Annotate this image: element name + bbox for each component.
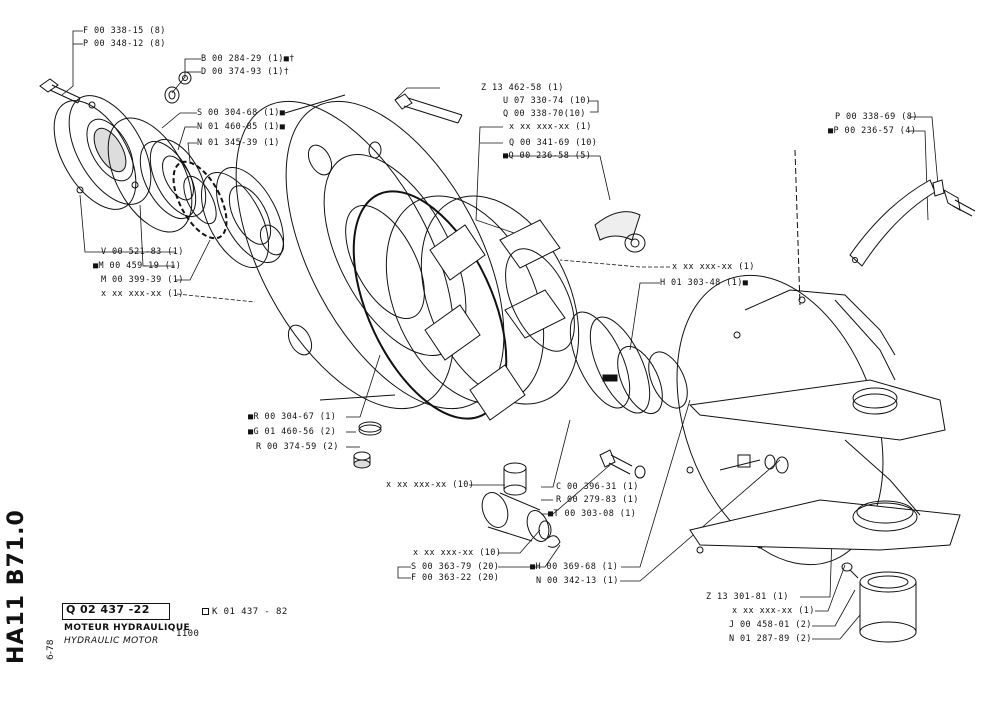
alt-part-number: K 01 437 - 82 bbox=[202, 607, 288, 617]
output-shaft bbox=[569, 311, 688, 415]
pin-c-00-396-31 bbox=[599, 449, 646, 479]
callout-n-01-460-85: N 01 460-85 (1)■ bbox=[197, 122, 286, 132]
bearing-m-00-399-39 bbox=[200, 166, 285, 269]
callout-z-13-301-81: Z 13 301-81 (1) bbox=[706, 592, 789, 602]
washer-d-00-374-93 bbox=[178, 71, 192, 85]
callout-g-01-460-56: ■G 01 460-56 (2) bbox=[248, 427, 337, 437]
callout-n-00-342-13: N 00 342-13 (1) bbox=[536, 576, 619, 586]
callout-x-xx-piston: x xx xxx-xx (10) bbox=[413, 548, 502, 558]
callout-x-xx-housing: x xx xxx-xx (1) bbox=[101, 289, 184, 299]
cam-ring-x-xx bbox=[352, 190, 508, 420]
checkbox-square-icon bbox=[202, 607, 209, 615]
callout-p-00-338-69: P 00 338-69 (8) bbox=[835, 112, 918, 122]
callout-m-00-459-19: ■M 00 459-19 (1) bbox=[93, 261, 182, 271]
nut-b-00-284-29 bbox=[164, 86, 180, 104]
seal-r-00-304-67 bbox=[358, 421, 382, 436]
piston-assembly-s-00-363-79 bbox=[481, 492, 552, 542]
callout-n-01-287-89: N 01 287-89 (2) bbox=[729, 634, 812, 644]
callout-x-xx-cam: x xx xxx-xx (1) bbox=[509, 122, 592, 132]
callout-s-00-363-79: S 00 363-79 (20) bbox=[411, 562, 500, 572]
callout-j-00-458-01: J 00 458-01 (2) bbox=[729, 620, 812, 630]
callout-p-00-348-12: P 00 348-12 (8) bbox=[83, 39, 166, 49]
callout-b-00-284-29: B 00 284-29 (1)■† bbox=[201, 54, 295, 64]
grease-nipple-j-00-458-01 bbox=[841, 562, 859, 579]
seal-ring-s-00-304-68 bbox=[107, 117, 193, 233]
alt-part-text: K 01 437 - 82 bbox=[212, 607, 288, 617]
leader-lines bbox=[61, 30, 939, 640]
callout-x-xx-cylinder: x xx xxx-xx (10) bbox=[386, 480, 475, 490]
callout-s-00-304-68: S 00 304-68 (1)■ bbox=[197, 108, 286, 118]
bolt-f-00-338-15 bbox=[39, 78, 81, 104]
sheet-code: HA11 B71.0 bbox=[4, 509, 29, 664]
callout-c-00-396-31: C 00 396-31 (1) bbox=[556, 482, 639, 492]
model-number: 1100 bbox=[176, 629, 200, 639]
callout-t-00-303-08: ■T 00 303-08 (1) bbox=[548, 509, 637, 519]
callout-p-00-236-57: ■P 00 236-57 (4) bbox=[828, 126, 917, 136]
callout-x-xx-rotor: x xx xxx-xx (1) bbox=[672, 262, 755, 272]
motor-bracket bbox=[688, 149, 961, 551]
callout-d-00-374-93: D 00 374-93 (1)† bbox=[201, 67, 290, 77]
cap-r-00-374-59 bbox=[353, 451, 371, 469]
clip-f-00-363-22 bbox=[547, 535, 561, 548]
callout-q-00-338-70: Q 00 338-70(10) bbox=[503, 109, 586, 119]
fitting-n-00-342-13 bbox=[737, 454, 789, 474]
sheet-date: 6-78 bbox=[46, 639, 56, 660]
nut-ring-n-01-345-39 bbox=[172, 160, 228, 240]
callout-f-00-363-22: F 00 363-22 (20) bbox=[411, 573, 500, 583]
callout-r-00-304-67: ■R 00 304-67 (1) bbox=[248, 412, 337, 422]
part-number: Q 02 437 -22 bbox=[66, 603, 150, 616]
bushing-n-01-287-89 bbox=[859, 571, 917, 643]
callout-r-00-279-83: R 00 279-83 (1) bbox=[556, 495, 639, 505]
callout-q-00-341-69: Q 00 341-69 (10) bbox=[509, 138, 598, 148]
title-french: MOTEUR HYDRAULIQUE bbox=[64, 623, 191, 633]
callout-f-00-338-15: F 00 338-15 (8) bbox=[83, 26, 166, 36]
callout-q-00-236-58: ■Q 00 236-58 (5) bbox=[503, 151, 592, 161]
part-number-box bbox=[62, 603, 170, 620]
title-english: HYDRAULIC MOTOR bbox=[64, 636, 159, 646]
callout-x-xx-bracket: x xx xxx-xx (1) bbox=[732, 606, 815, 616]
callout-m-00-399-39: M 00 399-39 (1) bbox=[101, 275, 184, 285]
callout-n-01-345-39: N 01 345-39 (1) bbox=[197, 138, 280, 148]
callout-v-00-521-83: V 00 521-83 (1) bbox=[101, 247, 184, 257]
callout-h-00-369-68: ■H 00 369-68 (1) bbox=[530, 562, 619, 572]
bolt-p-00-236-57 bbox=[932, 179, 976, 217]
long-bolt-z-13-462-58 bbox=[394, 93, 463, 124]
arc-segment-p-00-338-69 bbox=[849, 179, 936, 267]
end-cap-v-00-521-83 bbox=[53, 95, 152, 210]
seal-segment-q-00-341-69 bbox=[594, 211, 646, 253]
piston-cylinder-x-xx bbox=[503, 462, 527, 496]
callout-z-13-462-58: Z 13 462-58 (1) bbox=[481, 83, 564, 93]
callout-h-01-303-48: H 01 303-48 (1)■ bbox=[660, 278, 749, 288]
motor-housing bbox=[235, 94, 505, 410]
callout-u-07-330-74: U 07 330-74 (10) bbox=[503, 96, 592, 106]
callout-r-00-374-59: R 00 374-59 (2) bbox=[256, 442, 339, 452]
rotor-block bbox=[385, 195, 580, 421]
